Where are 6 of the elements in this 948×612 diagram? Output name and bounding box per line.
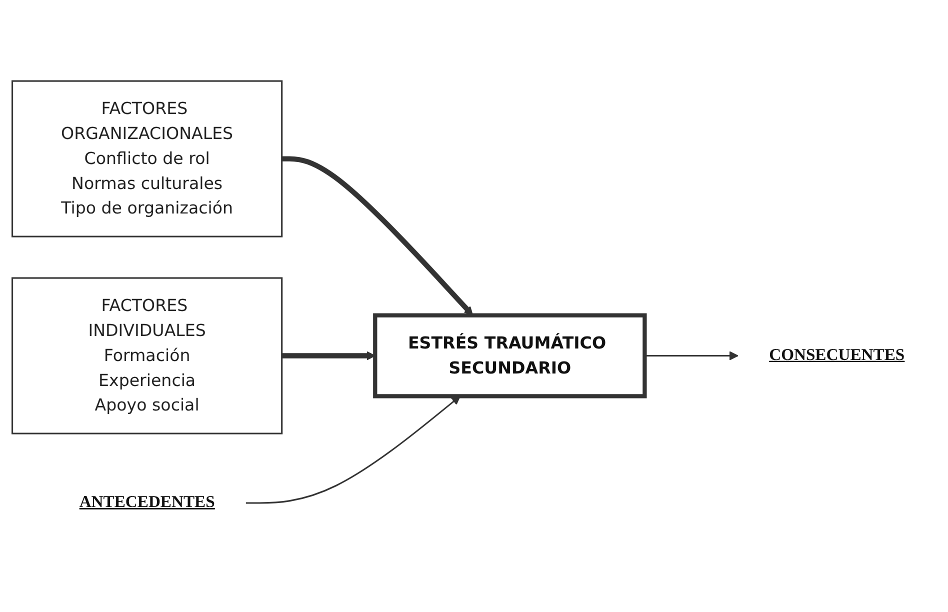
node-box bbox=[12, 277, 283, 434]
node-box bbox=[373, 313, 647, 398]
node-text: ANTECEDENTES bbox=[79, 494, 215, 512]
node-box bbox=[12, 80, 283, 238]
node-text: CONSECUENTES bbox=[769, 346, 905, 364]
arrow bbox=[644, 351, 738, 360]
